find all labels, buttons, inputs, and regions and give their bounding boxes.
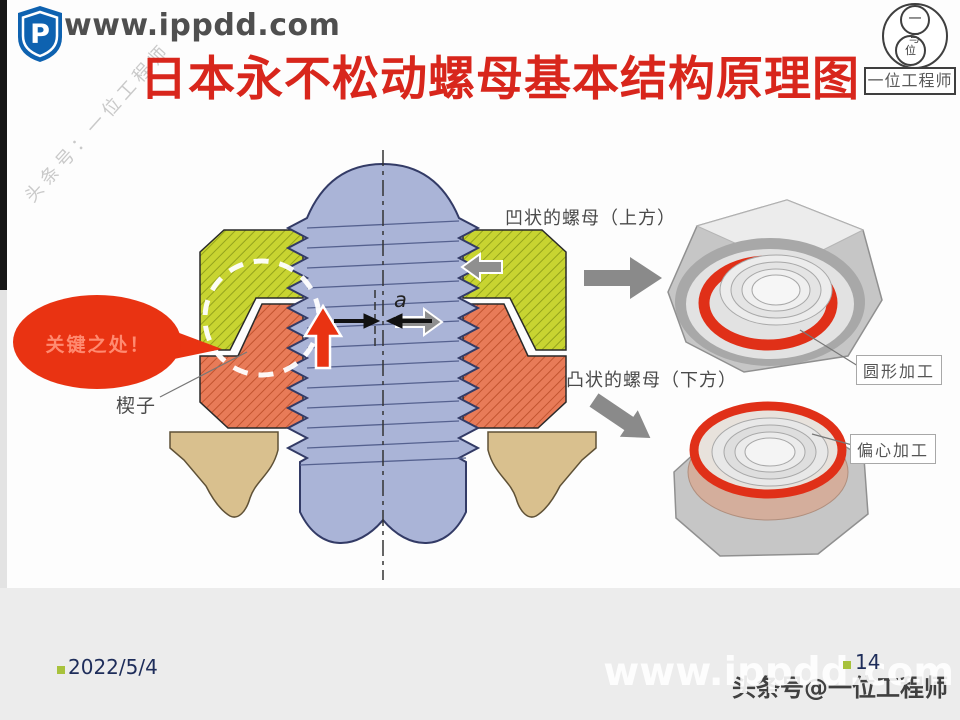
footer-handle-watermark: 头条号@一位工程师 <box>732 674 948 702</box>
dimension-a-label: a <box>394 288 407 312</box>
badge-char-bottom: 位 <box>895 35 926 66</box>
logo-letter: P <box>30 19 50 50</box>
red-up-arrow <box>302 303 344 370</box>
gray-left-arrow-small <box>460 252 503 282</box>
left-edge-gray <box>0 290 7 588</box>
nut-3d-circular <box>667 199 883 373</box>
site-watermark-bottom: www.ippdd.com <box>603 650 954 695</box>
left-edge-black-sliver <box>0 0 7 290</box>
date-bullet <box>57 666 65 674</box>
arrow-to-lower-3d <box>589 393 651 439</box>
badge-char-top: 一 <box>900 5 930 35</box>
callout-bubble <box>13 295 222 389</box>
label-eccentric-machining: 偏心加工 <box>850 434 937 464</box>
arrow-to-upper-3d <box>584 257 662 299</box>
badge-label: 一位工程师 <box>864 67 956 95</box>
label-lower-nut: 凸状的螺母（下方） <box>566 370 737 391</box>
callout-text: 关键之处！ <box>45 334 151 356</box>
label-wedge: 楔子 <box>116 395 157 417</box>
site-logo-shield: P <box>18 6 62 62</box>
page-bullet <box>843 661 851 669</box>
clamped-part-left <box>169 431 279 518</box>
engineer-badge: 一 与 位 一位工程师 <box>864 3 956 95</box>
page-number: 14 <box>855 650 881 674</box>
footer-strip <box>0 588 960 720</box>
wedge-leader-line <box>159 351 248 398</box>
footer-date: 2022/5/4 <box>68 655 158 679</box>
label-upper-nut: 凹状的螺母（上方） <box>505 208 676 229</box>
dimension-a-arrows <box>334 313 432 329</box>
page-title: 日本永不松动螺母基本结构原理图 <box>140 52 860 107</box>
nut-3d-eccentric <box>673 401 869 557</box>
label-circular-machining: 圆形加工 <box>856 355 943 385</box>
site-watermark-top: www.ippdd.com <box>64 8 341 43</box>
clamped-part-right <box>487 431 597 518</box>
